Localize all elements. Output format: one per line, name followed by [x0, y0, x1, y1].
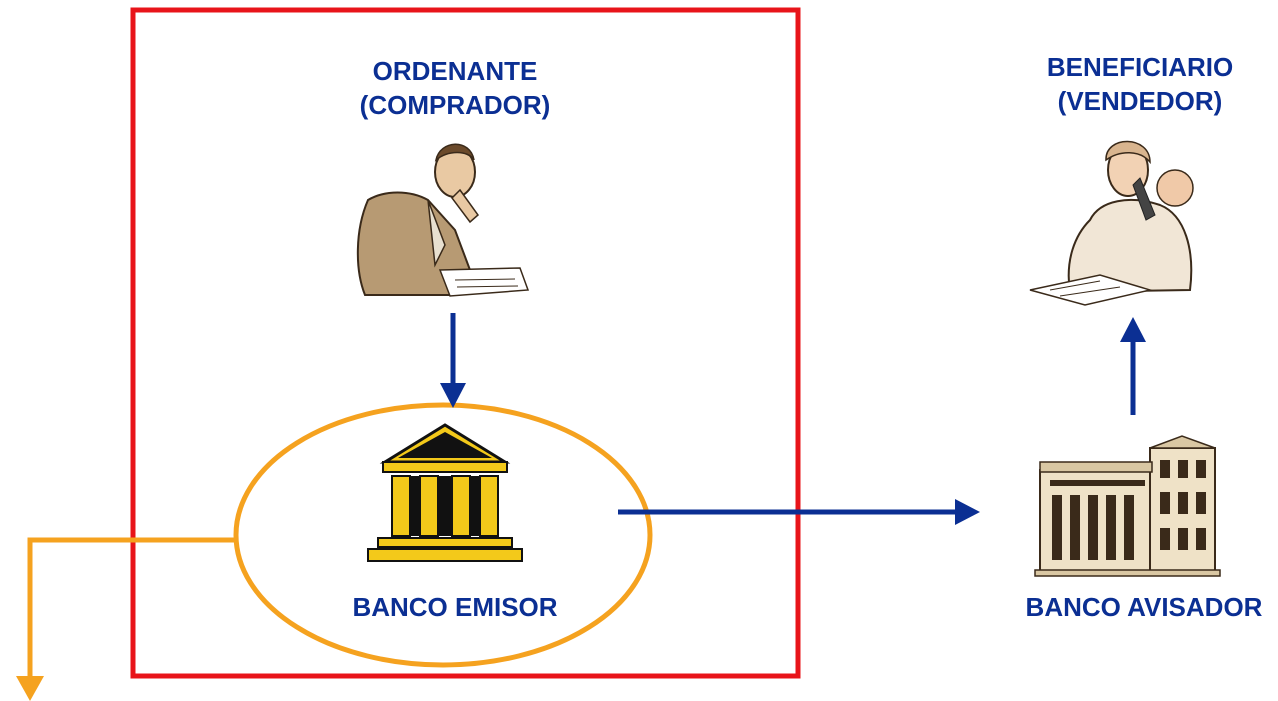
businessman-icon	[356, 143, 530, 297]
arrow-head-right	[955, 499, 980, 525]
beneficiario-title: BENEFICIARIO	[1046, 52, 1234, 82]
orange-arrow-line	[27, 537, 238, 678]
beneficiario-label: BENEFICIARIO (VENDEDOR)	[1000, 50, 1278, 118]
businesswoman-icon	[1029, 140, 1194, 306]
orange-arrow-head	[16, 676, 44, 701]
beneficiario-subtitle: (VENDEDOR)	[1057, 86, 1223, 116]
banco-emisor-ellipse	[233, 402, 653, 668]
red-frame	[130, 7, 801, 679]
arrow-head-down	[440, 383, 466, 408]
banco-avisador-label: BANCO AVISADOR	[1025, 592, 1263, 622]
ordenante-subtitle: (COMPRADOR)	[359, 90, 551, 120]
ordenante-title: ORDENANTE	[372, 56, 538, 86]
bank-avisador-icon	[1034, 435, 1221, 577]
banco-emisor-label: BANCO EMISOR	[352, 592, 558, 622]
ordenante-label: ORDENANTE (COMPRADOR)	[300, 54, 610, 122]
arrow-head-up	[1120, 317, 1146, 342]
bank-emisor-icon	[367, 423, 523, 562]
